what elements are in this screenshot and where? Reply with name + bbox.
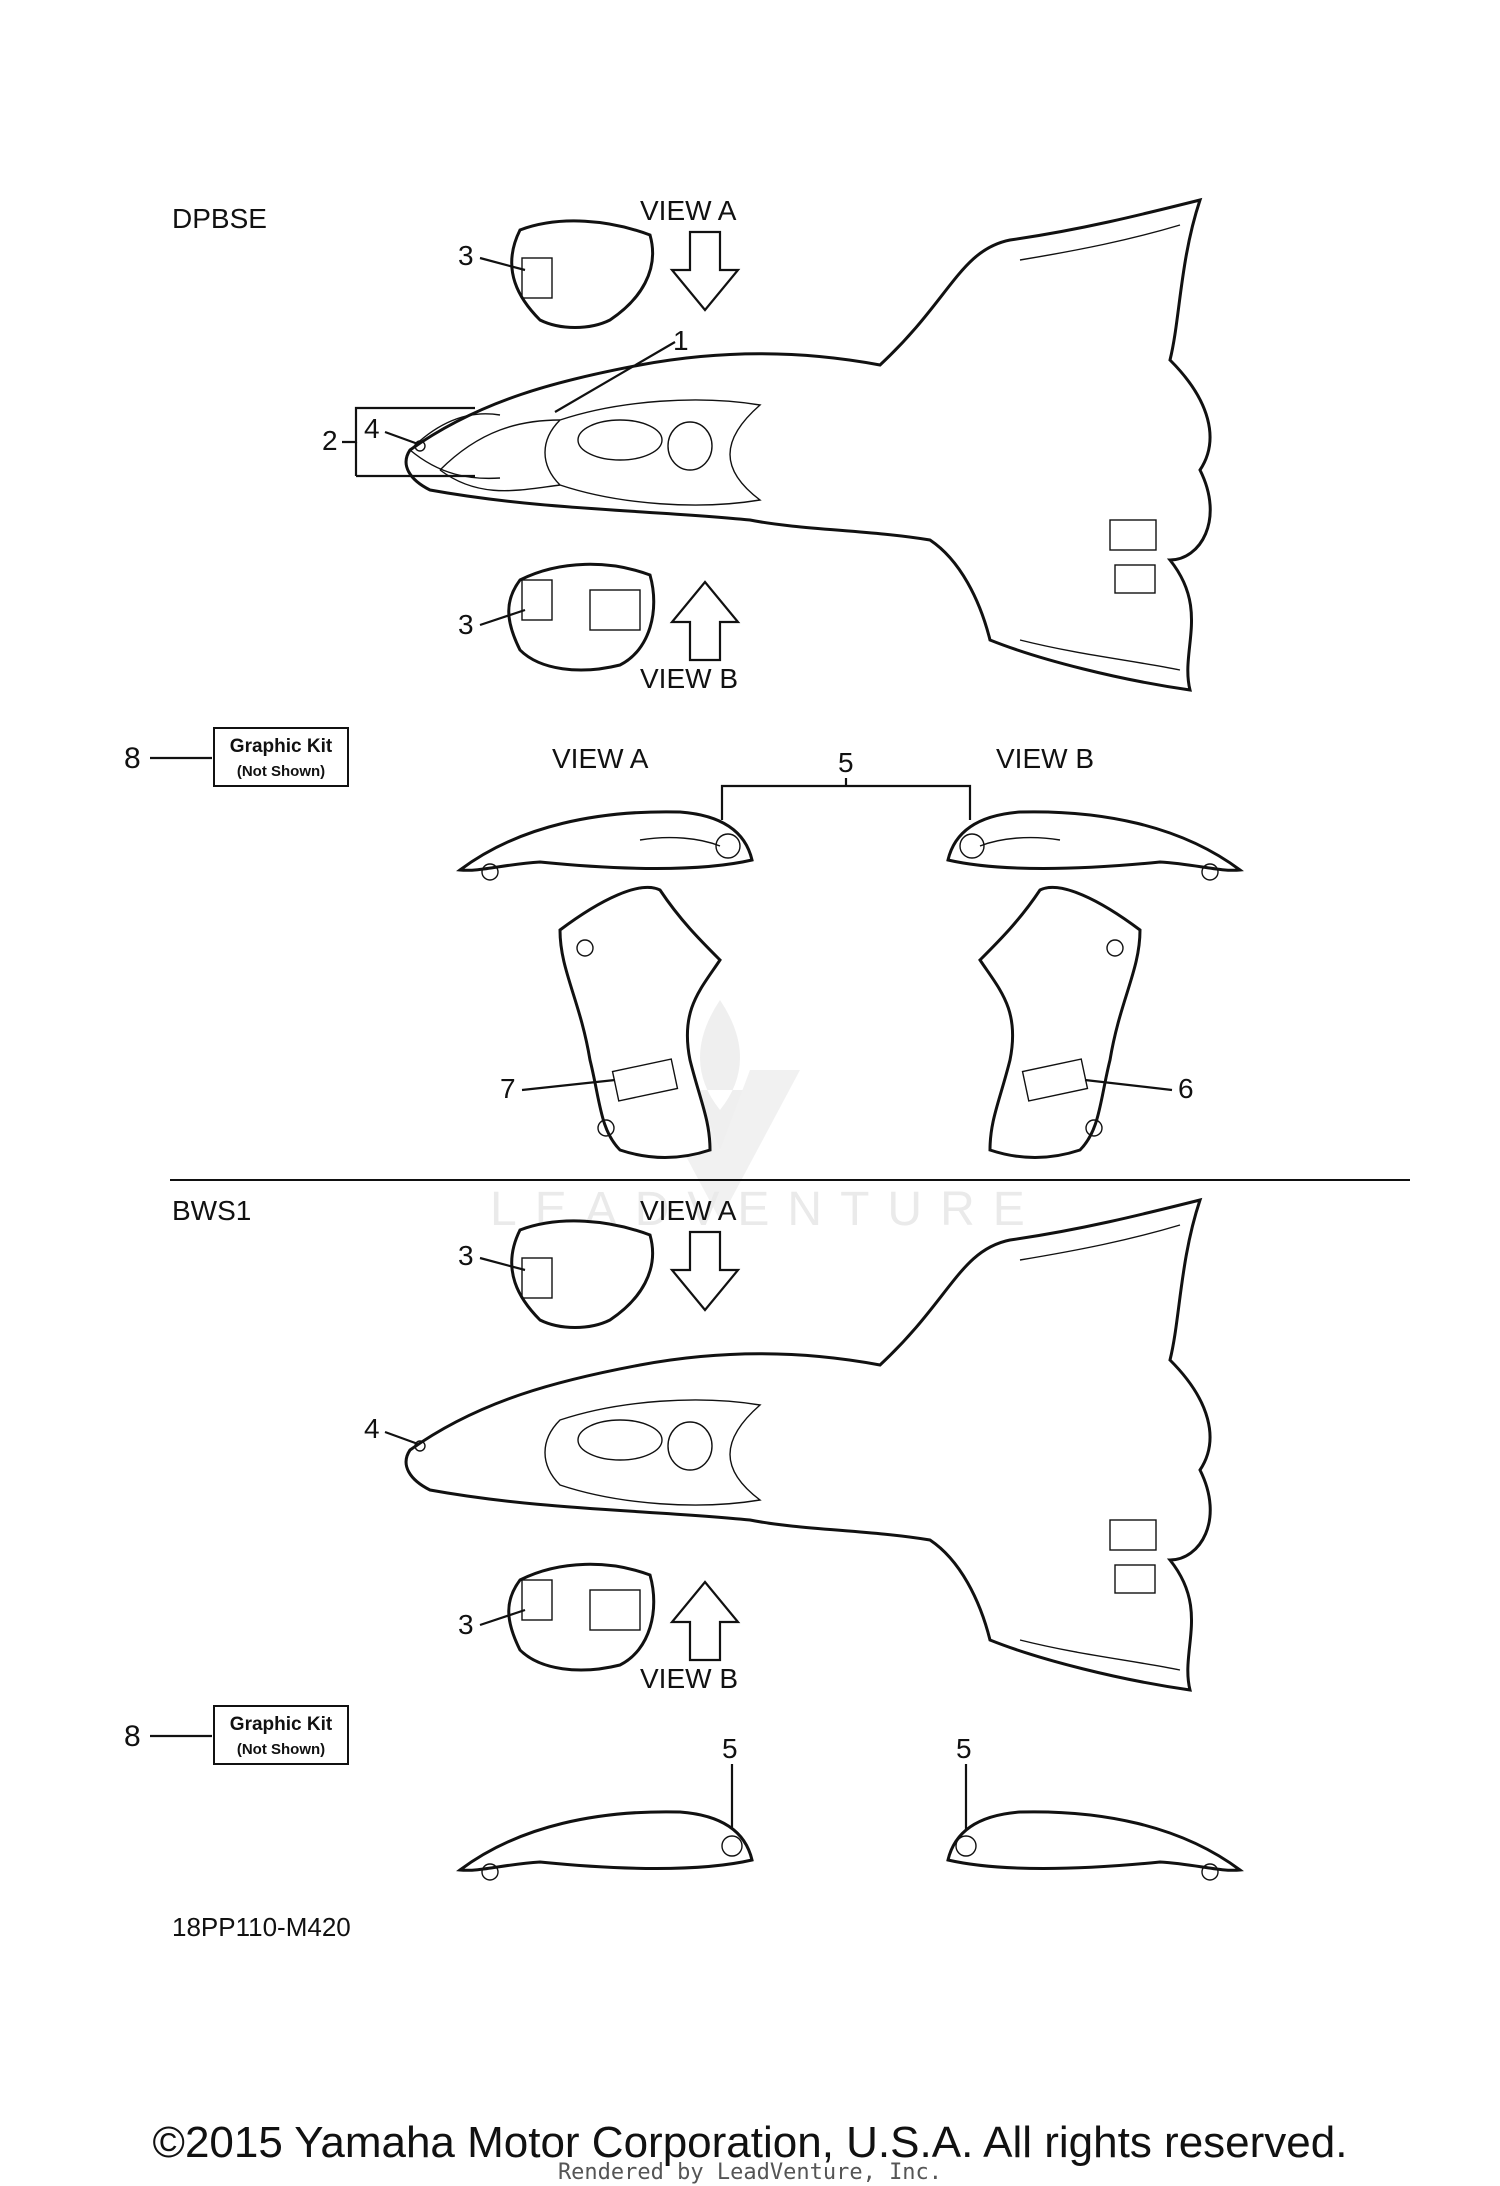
callout-1: 1: [673, 325, 689, 356]
detail-view-b-label-top: VIEW B: [996, 743, 1094, 774]
view-a-arrow-icon: [669, 230, 741, 312]
part-code: 18PP110-M420: [172, 1912, 351, 1942]
front-bumper-bottom-left: [456, 1810, 754, 1881]
callout-3-lower-bottom: 3: [458, 1609, 474, 1640]
view-b-label-top: VIEW B: [640, 663, 738, 694]
view-b-arrow-icon-bottom: [669, 1580, 741, 1662]
front-bumper-view-b: [946, 810, 1244, 881]
view-b-label-bottom: VIEW B: [640, 1663, 738, 1694]
graphic-kit-bottom: 8 Graphic Kit (Not Shown): [124, 1705, 349, 1765]
front-bumper-view-a: [456, 810, 754, 881]
detail-view-a-label-top: VIEW A: [552, 743, 649, 774]
callout-3-lower: 3: [458, 609, 474, 640]
callout-6: 6: [1178, 1073, 1194, 1104]
side-panel-right: [978, 885, 1142, 1159]
view-a-label-bottom: VIEW A: [640, 1195, 737, 1226]
graphic-kit-top: 8 Graphic Kit (Not Shown): [124, 727, 349, 787]
copyright-notice: ©2015 Yamaha Motor Corporation, U.S.A. A…: [152, 2118, 1348, 2167]
rendered-by-notice: Rendered by LeadVenture, Inc.: [557, 2160, 943, 2185]
model-label-dpbse: DPBSE: [172, 203, 267, 234]
callout-5-top: 5: [838, 747, 854, 778]
callout-4-top: 4: [364, 413, 380, 444]
callout-3-upper-bottom: 3: [458, 1240, 474, 1271]
callout-3-upper: 3: [458, 240, 474, 271]
front-bumper-bottom-right: [946, 1810, 1244, 1881]
view-a-arrow-icon-bottom: [669, 1230, 741, 1312]
leadventure-watermark: LEADVENTURE: [490, 1000, 1025, 1236]
graphic-kit-title-top: Graphic Kit: [230, 736, 333, 757]
graphic-kit-note-bottom: (Not Shown): [237, 1741, 325, 1758]
callout-2: 2: [322, 425, 338, 456]
graphic-kit-note-top: (Not Shown): [237, 763, 325, 780]
callout-5-left-bottom: 5: [722, 1733, 738, 1764]
atv-body-top-view-bws1: [404, 1197, 1212, 1692]
callout-7: 7: [500, 1073, 516, 1104]
graphic-kit-title-bottom: Graphic Kit: [230, 1714, 333, 1735]
view-a-label-top: VIEW A: [640, 195, 737, 226]
view-b-arrow-icon: [669, 580, 741, 662]
atv-body-top-view: [404, 197, 1212, 692]
side-panel-left: [558, 885, 722, 1159]
callout-5-right-bottom: 5: [956, 1733, 972, 1764]
model-label-bws1: BWS1: [172, 1195, 251, 1226]
callout-4-bottom: 4: [364, 1413, 380, 1444]
callout-8-top: 8: [124, 742, 141, 775]
callout-8-bottom: 8: [124, 1720, 141, 1753]
